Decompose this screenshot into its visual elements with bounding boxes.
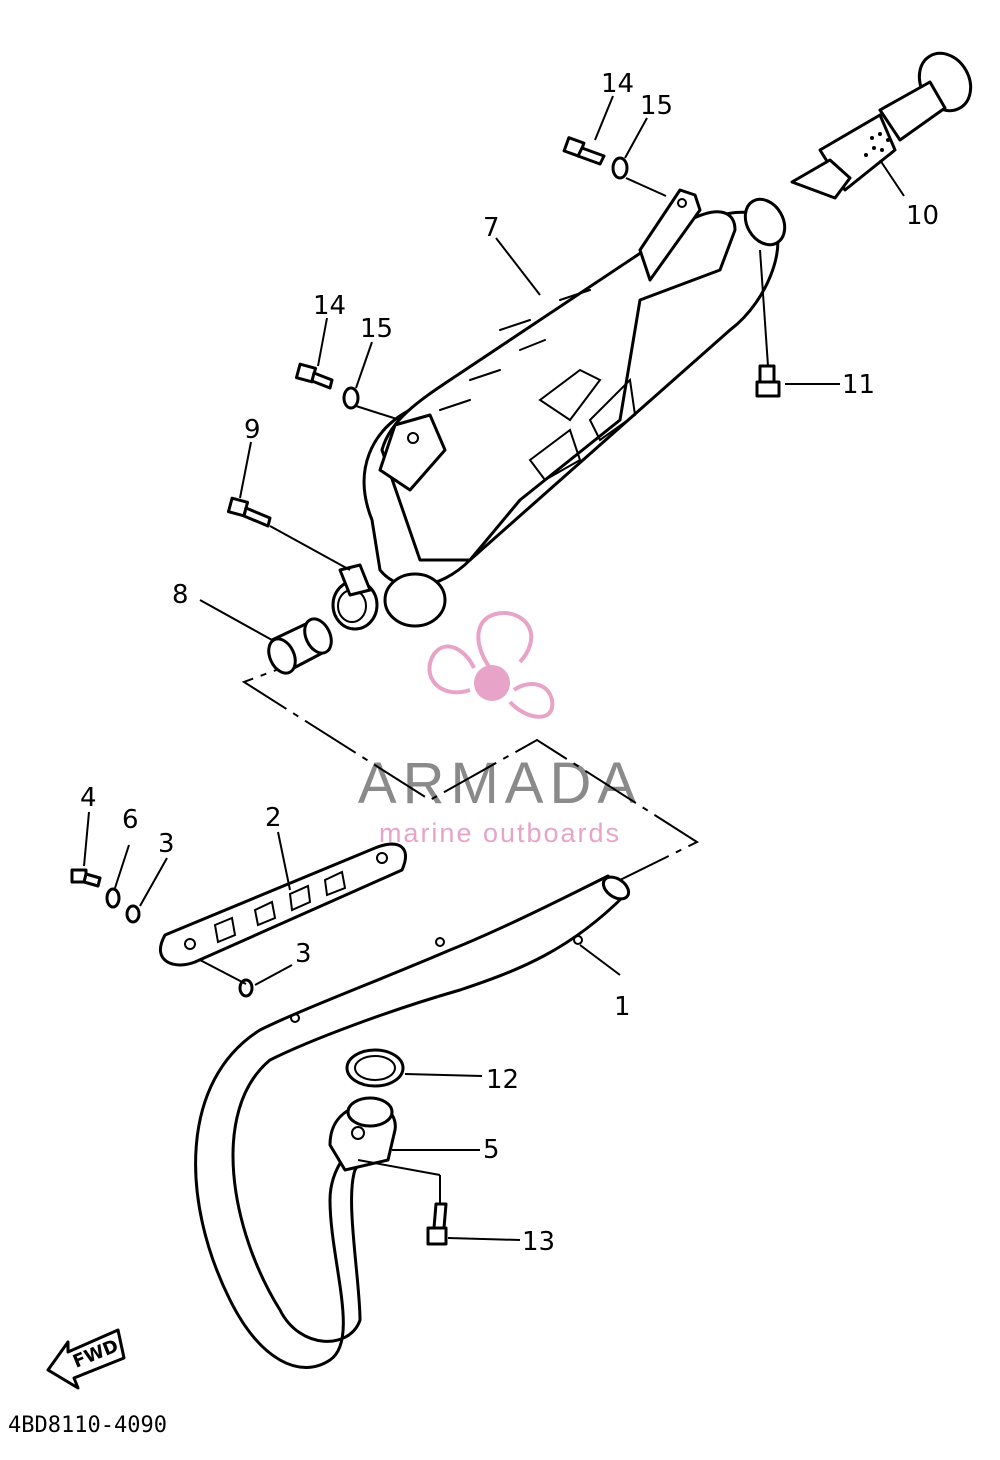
callout-11: 11 xyxy=(842,370,875,400)
pipe-stud-2 xyxy=(573,935,583,945)
exhaust-pipe xyxy=(194,874,631,1369)
bolt-9 xyxy=(226,496,272,528)
protector-body xyxy=(158,842,407,967)
watermark-brand: ARMADA xyxy=(358,751,642,816)
callout-15a: 15 xyxy=(640,91,673,121)
callout-10: 10 xyxy=(906,201,939,231)
washer-15b xyxy=(342,386,360,410)
callout-14b: 14 xyxy=(313,291,346,321)
bracket-hole-rear xyxy=(677,198,687,208)
exhaust-protector xyxy=(158,842,407,967)
heat-shield-slots xyxy=(439,289,591,411)
alignment-lines xyxy=(241,649,700,881)
muffler-mounting-bracket-front xyxy=(378,413,447,492)
muffler-outlet xyxy=(743,197,787,247)
arrester-bracket xyxy=(790,158,852,200)
protector-slots xyxy=(213,870,347,944)
callout-12: 12 xyxy=(486,1065,519,1095)
fwd-arrow-icon xyxy=(46,1328,126,1390)
protector-hole-2 xyxy=(376,852,388,864)
bolt-13 xyxy=(426,1202,448,1246)
muffler-assembly xyxy=(331,188,787,631)
washer-15a xyxy=(611,156,629,180)
watermark-tagline: marine outboards xyxy=(379,818,621,848)
callout-5: 5 xyxy=(483,1135,500,1165)
callout-13: 13 xyxy=(522,1227,555,1257)
exhaust-pipe-body xyxy=(194,874,627,1369)
inlet-clamp-tab xyxy=(338,563,372,597)
callout-14a: 14 xyxy=(601,69,634,99)
callout-15b: 15 xyxy=(360,314,393,344)
flange-bolt-hole xyxy=(351,1126,365,1140)
plug-11 xyxy=(755,364,781,398)
muffler-mounting-bracket-rear xyxy=(638,188,702,282)
callout-3a: 3 xyxy=(158,829,175,859)
callout-labels: 1 2 3 3 4 5 6 7 8 9 10 11 12 13 14 14 15… xyxy=(80,69,939,1257)
muffler-inlet-housing xyxy=(383,572,447,628)
pipe-stud-3 xyxy=(290,1013,300,1023)
watermark: ARMADA marine outboards xyxy=(358,610,642,848)
washer-6 xyxy=(105,887,121,909)
callout-7: 7 xyxy=(483,213,500,243)
heat-shield-ribs xyxy=(528,368,637,482)
tailpipe-body xyxy=(878,80,947,142)
propeller-logo xyxy=(427,610,555,719)
callout-9: 9 xyxy=(244,415,261,445)
bolt-14a xyxy=(562,136,606,166)
callout-6: 6 xyxy=(122,805,139,835)
protector-hole xyxy=(184,938,196,950)
callout-3b: 3 xyxy=(295,939,312,969)
washer-3a xyxy=(125,904,141,924)
exhaust-joint-8 xyxy=(267,617,333,675)
gasket-12-inner xyxy=(354,1055,396,1081)
arrester-screen-dots xyxy=(864,132,890,157)
bracket-hole xyxy=(407,432,419,444)
assembly-outline-line xyxy=(241,649,700,881)
fwd-arrow: FWD xyxy=(46,1328,126,1390)
drawing-code: 4BD8110-4090 xyxy=(8,1413,167,1438)
leader-lines xyxy=(83,95,905,1241)
exhaust-pipe-outlet xyxy=(601,875,631,901)
callout-4: 4 xyxy=(80,783,97,813)
bolt-14b xyxy=(294,362,334,390)
spark-arrester-assembly xyxy=(790,51,973,200)
pipe-stud xyxy=(435,937,445,947)
bolt-4 xyxy=(70,868,102,888)
callout-1: 1 xyxy=(614,992,631,1022)
flange-collar xyxy=(346,1096,394,1128)
callout-2: 2 xyxy=(265,803,282,833)
washer-3b xyxy=(238,978,254,998)
callout-8: 8 xyxy=(172,580,189,610)
